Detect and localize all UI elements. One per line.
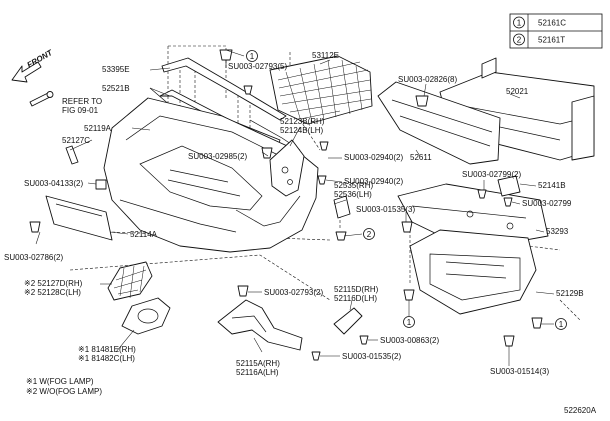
energy-absorber	[377, 81, 501, 165]
label-52521b: 52521B	[102, 84, 130, 93]
label-52611: 52611	[410, 153, 432, 162]
marker-1-b: 1	[407, 318, 412, 327]
fastener-label-4: SU003-02940(2)	[344, 177, 403, 186]
part-labels: 53395E 52521B 52119A 52127C 52114A ※2 52…	[24, 51, 584, 377]
refer-note-line2: FIG 09-01	[62, 106, 99, 115]
legend-marker-2: 2	[517, 36, 522, 45]
label-81481e: ※1 81481E(RH)	[78, 345, 136, 354]
leader-lines	[35, 59, 555, 366]
label-52115a: 52115A(RH)	[236, 359, 280, 368]
circled-markers: 1 2 1 1	[225, 49, 567, 330]
legend-table: 1 52161C 2 52161T	[509, 13, 603, 49]
label-52129b: 52129B	[556, 289, 584, 298]
marker-1-a: 1	[250, 52, 255, 61]
label-52114a: 52114A	[130, 230, 158, 239]
small-clip	[95, 179, 107, 190]
footnote-no-fog-lamp: ※2 W/O(FOG LAMP)	[26, 387, 102, 396]
fastener-label-12: SU003-00863(2)	[380, 336, 439, 345]
label-52116d: 52116D(LH)	[334, 294, 377, 303]
fastener-label-11: SU003-02793(2)	[264, 288, 323, 297]
legend-part-2: 52161T	[538, 36, 565, 45]
legend-part-1: 52161C	[538, 19, 566, 28]
fastener-icons	[29, 49, 543, 361]
label-52536: 52536(LH)	[334, 190, 372, 199]
front-arrow-icon	[11, 61, 42, 83]
bracket-52141b	[497, 175, 521, 197]
label-53395e: 53395E	[102, 65, 130, 74]
fastener-label-2: SU003-02985(2)	[188, 152, 247, 161]
label-52127c: 52127C	[62, 136, 90, 145]
label-52021: 52021	[506, 87, 529, 96]
label-52119a: 52119A	[84, 124, 112, 133]
label-52124b: 52124B(LH)	[280, 126, 323, 135]
label-81482c: ※1 81482C(LH)	[78, 354, 135, 363]
label-52123b: 52123B(RH)	[280, 117, 325, 126]
bolt-icon	[29, 91, 54, 107]
label-52116a: 52116A(LH)	[236, 368, 279, 377]
legend-marker-1: 1	[517, 19, 522, 28]
fastener-label-8: SU003-02799(2)	[462, 170, 521, 179]
fastener-label-1: SU003-02793(5)	[228, 62, 287, 71]
marker-1-c: 1	[559, 320, 564, 329]
fog-lamp-cover	[121, 297, 171, 335]
fastener-labels: SU003-02793(5) SU003-02985(2) SU003-0294…	[4, 62, 572, 376]
figure-id: 522620A	[564, 406, 597, 415]
clip-52127c	[65, 145, 79, 165]
upper-grille	[269, 55, 373, 125]
label-52127d: ※2 52127D(RH)	[24, 279, 83, 288]
fastener-label-13: SU003-01535(2)	[342, 352, 401, 361]
retainer-52115d	[333, 307, 363, 335]
label-52115d: 52115D(RH)	[334, 285, 379, 294]
marker-2-a: 2	[367, 230, 372, 239]
label-53112e: 53112E	[312, 51, 339, 60]
side-bracket	[269, 139, 305, 197]
label-52535: 52535(RH)	[334, 181, 373, 190]
fastener-label-9: SU003-02799	[522, 199, 572, 208]
footnote-fog-lamp: ※1 W(FOG LAMP)	[26, 377, 94, 386]
fastener-label-7: SU003-02826(8)	[398, 75, 457, 84]
fastener-label-6: SU003-02786(2)	[4, 253, 63, 262]
retainer-52535	[333, 195, 351, 219]
fastener-label-14: SU003-01514(3)	[490, 367, 549, 376]
fastener-label-3: SU003-02940(2)	[344, 153, 403, 162]
fastener-label-5: SU003-04133(2)	[24, 179, 83, 188]
lower-support	[217, 299, 303, 351]
label-52141b: 52141B	[538, 181, 566, 190]
label-53293: 53293	[546, 227, 569, 236]
lower-engine-cover	[409, 229, 537, 315]
lower-molding	[45, 195, 113, 241]
refer-note-line1: REFER TO	[62, 97, 102, 106]
label-52128c: ※2 52128C(LH)	[24, 288, 81, 297]
fastener-label-10: SU003-01535(3)	[356, 205, 415, 214]
fog-lamp-grille	[107, 261, 153, 301]
front-bumper-cover	[103, 97, 319, 253]
